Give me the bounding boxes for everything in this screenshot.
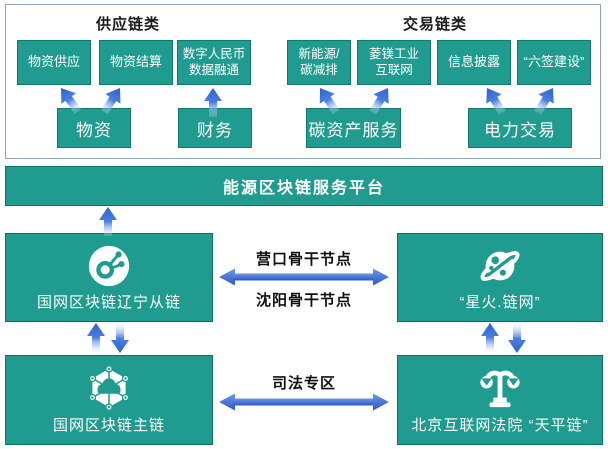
- node-main-chain: 国网区块链主链: [5, 355, 213, 445]
- source-box-materials: 物资: [57, 108, 131, 148]
- platform-bar: 能源区块链服务平台: [5, 166, 603, 206]
- arrow-liaoning-to-main-down: [111, 324, 129, 353]
- double-arrow-judicial-zone: [219, 393, 389, 411]
- source-box-finance: 财务: [178, 108, 252, 148]
- app-box-six-sign-construction: “六签建设”: [517, 40, 591, 85]
- node-court-label: 北京互联网法院 “天平链”: [411, 417, 589, 434]
- platform-bar-label: 能源区块链服务平台: [222, 180, 385, 197]
- node-beijing-internet-court: 北京互联网法院 “天平链”: [397, 355, 603, 445]
- link-label-judicial-zone: 司法专区: [271, 375, 336, 392]
- source-box-carbon-asset-service: 碳资产服务: [306, 108, 401, 148]
- source-box-power-trading: 电力交易: [468, 108, 572, 148]
- node-xinghuo-label: “星火.链网”: [459, 294, 541, 311]
- scales-icon: [480, 370, 520, 408]
- arrow-xinghuo-to-court-down: [508, 324, 526, 353]
- app-box-new-energy-carbon: 新能源/ 碳减排: [287, 40, 351, 85]
- node-liaoning-slave-chain: 国网区块链辽宁从链: [5, 233, 213, 322]
- node-main-chain-label: 国网区块链主链: [52, 417, 165, 434]
- link-label-yingkou-node: 营口骨干节点: [255, 251, 352, 268]
- arrow-court-to-xinghuo-up: [481, 323, 499, 352]
- app-box-material-supply: 物资供应: [17, 40, 91, 85]
- node-network-icon: [88, 245, 130, 287]
- app-box-digital-rmb: 数字人民币 数据融通: [177, 40, 251, 85]
- supply-chain-group-title: 供应链类: [95, 16, 160, 33]
- planet-icon: [480, 251, 520, 281]
- app-box-material-settlement: 物资结算: [99, 40, 173, 85]
- app-box-magnesite-iiot: 菱镁工业 互联网: [357, 40, 431, 85]
- trade-chain-group-title: 交易链类: [402, 16, 467, 33]
- node-liaoning-label: 国网区块链辽宁从链: [36, 294, 181, 311]
- hexagon-cloud-icon: [88, 365, 130, 411]
- arrow-liaoning-to-platform: [99, 207, 117, 236]
- arrow-main-to-liaoning-up: [87, 323, 105, 352]
- link-label-shenyang-node: 沈阳骨干节点: [255, 292, 352, 309]
- node-xinghuo-chain-network: “星火.链网”: [397, 233, 603, 322]
- double-arrow-backbone-nodes: [219, 268, 389, 286]
- app-box-info-disclosure: 信息披露: [437, 40, 511, 85]
